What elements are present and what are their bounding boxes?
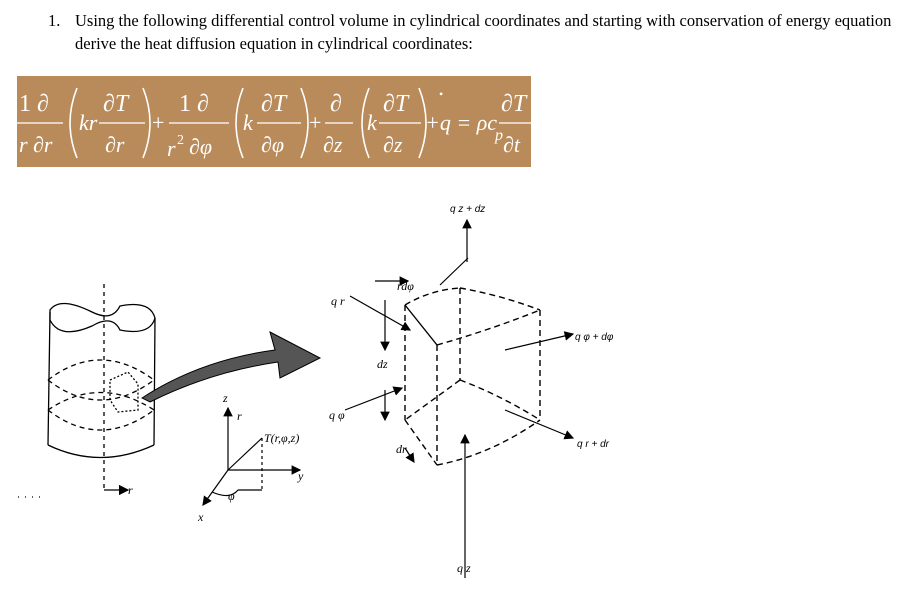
eq-paren-close-1 bbox=[142, 87, 151, 159]
eq-cp-subscript: p bbox=[494, 127, 503, 144]
r-dphi-label: rdφ bbox=[397, 279, 414, 293]
eq-paren-close-2 bbox=[300, 87, 309, 159]
eq-term1-coef-num: 1 ∂ bbox=[19, 91, 49, 117]
eq-generation-dot: • bbox=[439, 87, 443, 101]
point-label: T(r,φ,z) bbox=[264, 431, 299, 445]
eq-term2-k: k bbox=[243, 110, 254, 135]
flux-qz-label: q z bbox=[457, 561, 471, 575]
eq-paren-open-1 bbox=[69, 87, 78, 159]
eq-plus-2: + bbox=[309, 110, 321, 135]
eq-term2-coef-den-rest: ∂φ bbox=[189, 134, 212, 159]
axis-phi-label: φ bbox=[228, 489, 235, 503]
eq-paren-close-3 bbox=[418, 87, 427, 159]
eq-term2-frac-num: ∂T bbox=[261, 91, 288, 117]
eq-paren-open-3 bbox=[361, 87, 370, 159]
control-volume-figure: r z r T(r,φ,z) y x φ bbox=[18, 204, 614, 578]
control-volume bbox=[404, 287, 541, 466]
eq-term1-frac-num: ∂T bbox=[103, 91, 130, 117]
eq-paren-open-2 bbox=[235, 87, 244, 159]
eq-rhs-den: ∂t bbox=[503, 132, 521, 157]
flux-qr-label: q r bbox=[331, 294, 345, 308]
axis-x-label: x bbox=[197, 510, 204, 524]
eq-term1-frac-den: ∂r bbox=[105, 132, 125, 157]
cylinder-sketch bbox=[18, 284, 156, 498]
flux-qphi-label: q φ bbox=[329, 408, 345, 422]
coordinate-axes bbox=[202, 406, 302, 506]
eq-term1-k: kr bbox=[79, 110, 98, 135]
zoom-arrow bbox=[140, 331, 322, 403]
eq-term3-frac-num: ∂T bbox=[383, 91, 410, 117]
eq-term3-coef-den: ∂z bbox=[323, 132, 343, 157]
axis-y-label: y bbox=[297, 469, 304, 483]
eq-term2-coef-num: 1 ∂ bbox=[179, 91, 209, 117]
eq-plus-1: + bbox=[152, 110, 164, 135]
heat-diffusion-equation: 1 ∂ r ∂r kr ∂T ∂r + 1 ∂ r 2 ∂φ k ∂T ∂φ +… bbox=[17, 87, 531, 161]
eq-term3-k: k bbox=[367, 110, 378, 135]
dr-label: dr bbox=[396, 442, 407, 456]
cylinder-r-label: r bbox=[128, 483, 133, 497]
flux-qz-dz-label: q z + dz bbox=[450, 204, 485, 215]
question-text: Using the following differential control… bbox=[75, 11, 892, 53]
eq-term2-coef-den-r: r bbox=[167, 136, 176, 161]
eq-term3-frac-den: ∂z bbox=[383, 132, 403, 157]
eq-term2-frac-den: ∂φ bbox=[261, 132, 284, 157]
eq-term2-coef-den-exp: 2 bbox=[177, 133, 184, 148]
eq-term1-coef-den: r ∂r bbox=[19, 132, 53, 157]
flux-qphi-dphi-label: q φ + dφ bbox=[575, 332, 614, 343]
eq-generation-term: +q = ρc bbox=[425, 110, 497, 135]
eq-rhs-num: ∂T bbox=[501, 91, 528, 117]
flux-qr-dr-label: q r + dr bbox=[577, 439, 610, 450]
eq-term3-coef-num: ∂ bbox=[330, 91, 342, 117]
dz-label: dz bbox=[377, 357, 388, 371]
axis-r-label: r bbox=[237, 409, 242, 423]
axis-z-label: z bbox=[222, 391, 228, 405]
question-number: 1. bbox=[48, 11, 61, 30]
heat-flux-arrows bbox=[344, 218, 575, 578]
equation-banner: 1 ∂ r ∂r kr ∂T ∂r + 1 ∂ r 2 ∂φ k ∂T ∂φ +… bbox=[17, 76, 531, 167]
